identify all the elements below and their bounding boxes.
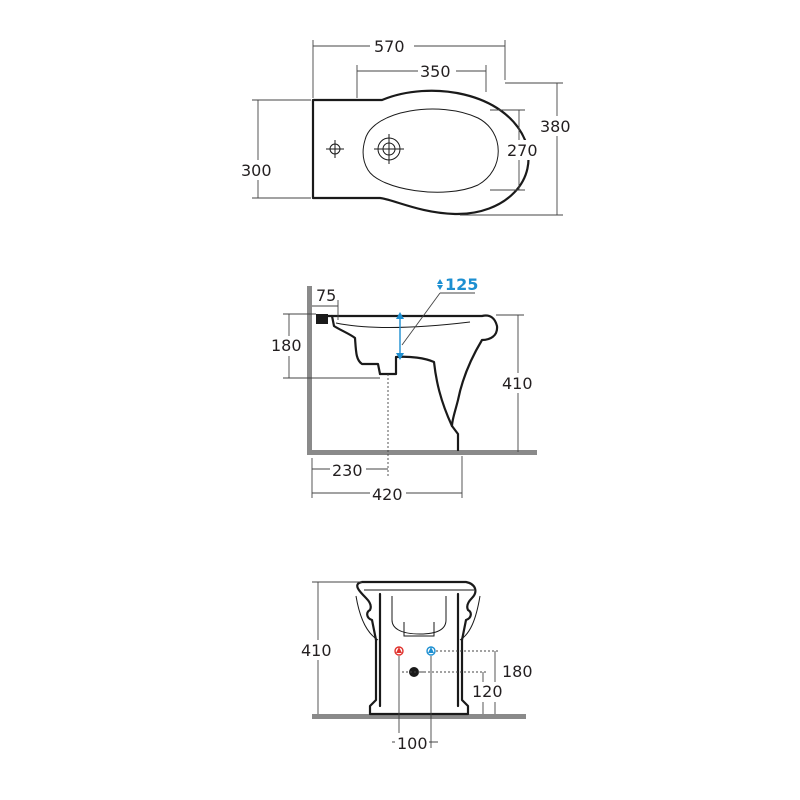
dim-bowl-width: 270 (507, 141, 538, 160)
dim-height: 410 (502, 374, 533, 393)
top-view: 570 350 380 270 300 (240, 36, 574, 216)
drain-icon (374, 134, 404, 164)
dim-bowl-length: 350 (420, 62, 451, 81)
front-dim-waste-height: 120 (472, 682, 503, 701)
tap-stub (316, 314, 328, 324)
top-view-outline (311, 89, 530, 216)
floor (307, 450, 537, 455)
dim-highlight: 125 (445, 275, 478, 294)
front-dim-height: 410 (301, 641, 332, 660)
side-view-outline (316, 314, 499, 452)
dim-total-width: 380 (540, 117, 571, 136)
hot-supply-icon (394, 646, 404, 656)
dim-back-width: 300 (241, 161, 272, 180)
front-floor (312, 714, 526, 719)
front-dim-supply-height: 180 (502, 662, 533, 681)
dim-tap-offset: 75 (316, 286, 336, 305)
cold-supply-icon (426, 646, 436, 656)
front-view: 410 180 120 100 (300, 580, 536, 753)
dim-total-length: 570 (374, 37, 405, 56)
front-dim-supply-spacing: 100 (397, 734, 428, 753)
side-view: 125 75 180 410 230 420 (270, 275, 537, 504)
wall (307, 286, 312, 452)
top-view-bowl (362, 108, 499, 193)
dim-outlet-distance: 230 (332, 461, 363, 480)
dim-outlet-height: 180 (271, 336, 302, 355)
dim-depth: 420 (372, 485, 403, 504)
waste-outlet-icon (402, 667, 426, 677)
front-view-outline (356, 580, 477, 716)
tap-hole-icon (326, 140, 344, 158)
adjust-arrows-icon (437, 279, 443, 290)
